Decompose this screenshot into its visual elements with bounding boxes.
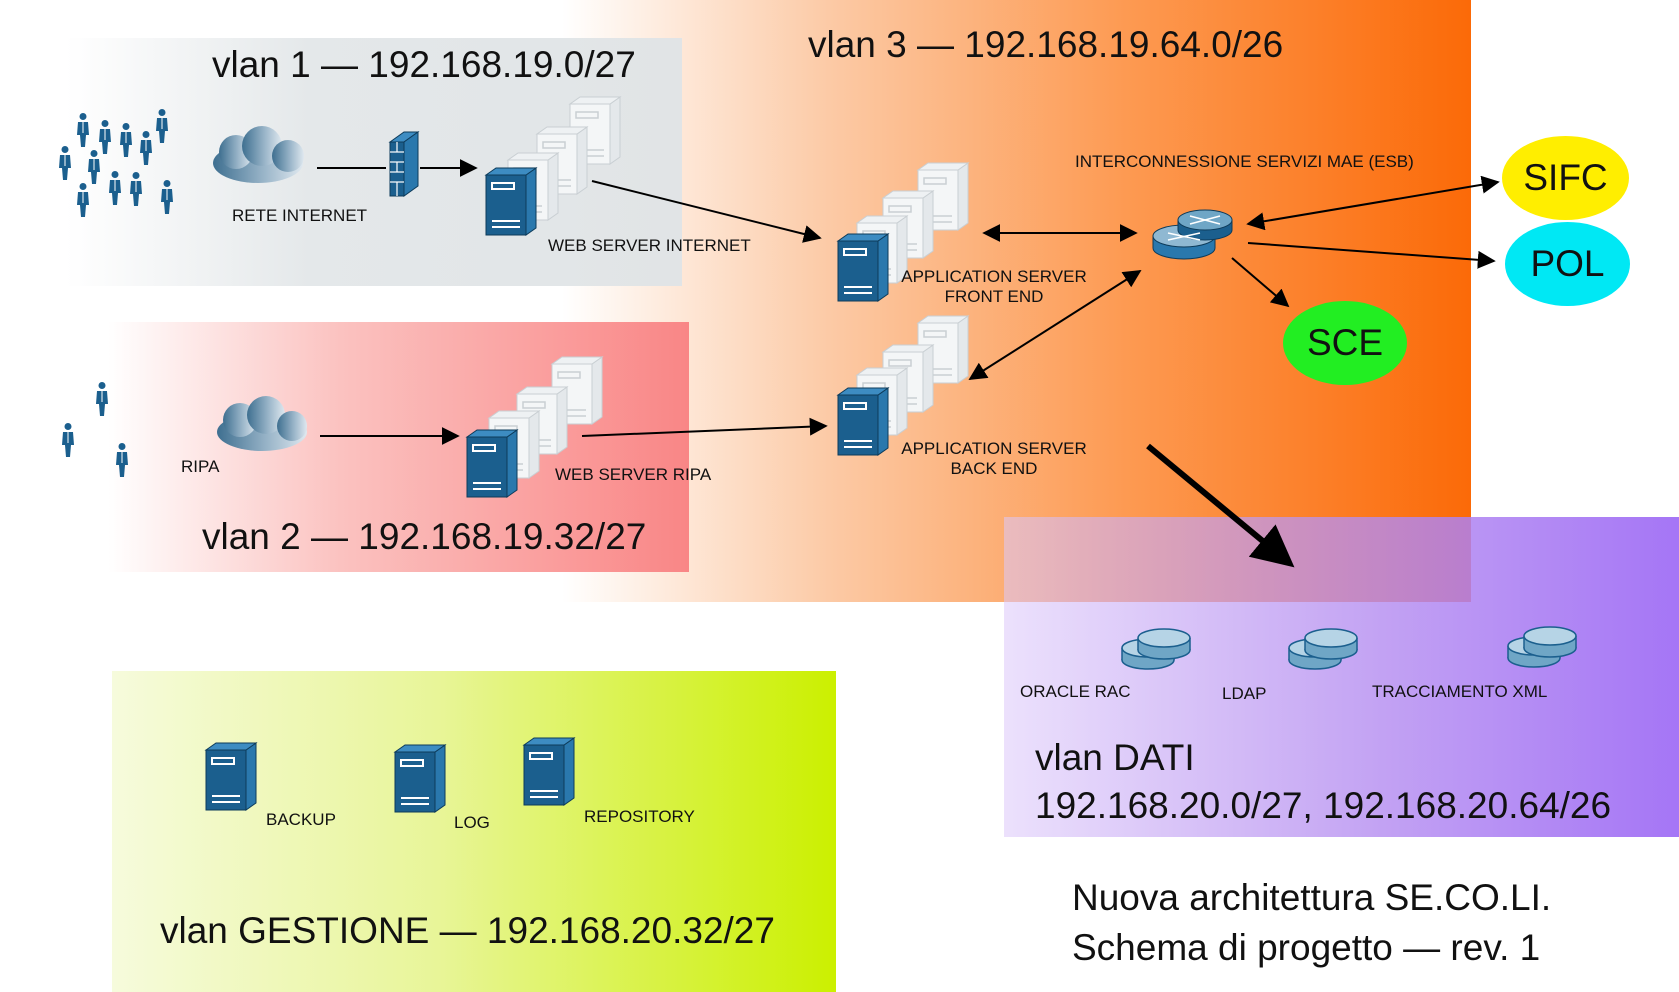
pol-label: POL	[1530, 243, 1605, 284]
app-back-label-line1: APPLICATION SERVER	[901, 439, 1087, 458]
database-icon-tracciamento	[1508, 627, 1576, 667]
database-icon-ldap	[1289, 629, 1357, 669]
log-label: LOG	[454, 813, 490, 832]
cloud-icon-internet	[213, 126, 304, 183]
vlan-dati-zone	[1004, 517, 1679, 837]
sifc-service-node: SIFC	[1502, 136, 1629, 220]
server-icon-repository	[523, 737, 575, 806]
vlan2-title: vlan 2 — 192.168.19.32/27	[202, 516, 647, 557]
ldap-label: LDAP	[1222, 684, 1267, 703]
vlan-gestione-title: vlan GESTIONE — 192.168.20.32/27	[160, 910, 775, 951]
tracciamento-xml-label: TRACCIAMENTO XML	[1372, 682, 1548, 701]
users-icon-group-ripa	[61, 381, 129, 478]
backup-label: BACKUP	[266, 810, 336, 829]
server-icon-backup	[205, 742, 257, 811]
database-icon-oracle-rac	[1122, 629, 1190, 669]
caption-title: Nuova architettura SE.CO.LI.	[1072, 877, 1552, 918]
sifc-label: SIFC	[1523, 157, 1608, 198]
vlan-dati-title: vlan DATI	[1035, 737, 1195, 778]
esb-label: INTERCONNESSIONE SERVIZI MAE (ESB)	[1075, 152, 1414, 171]
rete-internet-label: RETE INTERNET	[232, 206, 368, 225]
caption-subtitle: Schema di progetto — rev. 1	[1072, 927, 1541, 968]
vlan-gestione-zone	[112, 671, 836, 992]
app-server-back-end-label: APPLICATION SERVER BACK END	[890, 439, 1098, 479]
firewall-icon	[388, 131, 420, 197]
web-server-internet-label: WEB SERVER INTERNET	[548, 236, 751, 255]
web-server-ripa-label: WEB SERVER RIPA	[555, 465, 712, 484]
repository-label: REPOSITORY	[584, 807, 695, 826]
app-front-label-line1: APPLICATION SERVER	[901, 267, 1087, 286]
server-icon-log	[394, 744, 446, 813]
vlan1-title: vlan 1 — 192.168.19.0/27	[212, 44, 636, 85]
arrow-to-vlan-dati	[1146, 443, 1295, 568]
sce-service-node: SCE	[1283, 301, 1407, 385]
router-icon-esb	[1152, 209, 1233, 260]
oracle-rac-label: ORACLE RAC	[1020, 682, 1131, 701]
vlan-dati-subnets: 192.168.20.0/27, 192.168.20.64/26	[1035, 785, 1612, 826]
app-server-front-end-label: APPLICATION SERVER FRONT END	[890, 267, 1098, 307]
users-icon-group-internet	[58, 108, 174, 218]
cloud-icon-ripa	[217, 396, 307, 451]
ripa-label: RIPA	[181, 457, 220, 476]
server-cluster-icon-web-internet	[485, 96, 621, 236]
vlan3-title: vlan 3 — 192.168.19.64.0/26	[808, 24, 1284, 65]
app-back-label-line2: BACK END	[950, 459, 1038, 478]
pol-service-node: POL	[1505, 222, 1630, 306]
app-front-label-line2: FRONT END	[944, 287, 1044, 306]
sce-label: SCE	[1306, 322, 1384, 363]
server-cluster-icon-app-back-end	[837, 315, 969, 456]
connector-arrows	[317, 159, 1500, 445]
